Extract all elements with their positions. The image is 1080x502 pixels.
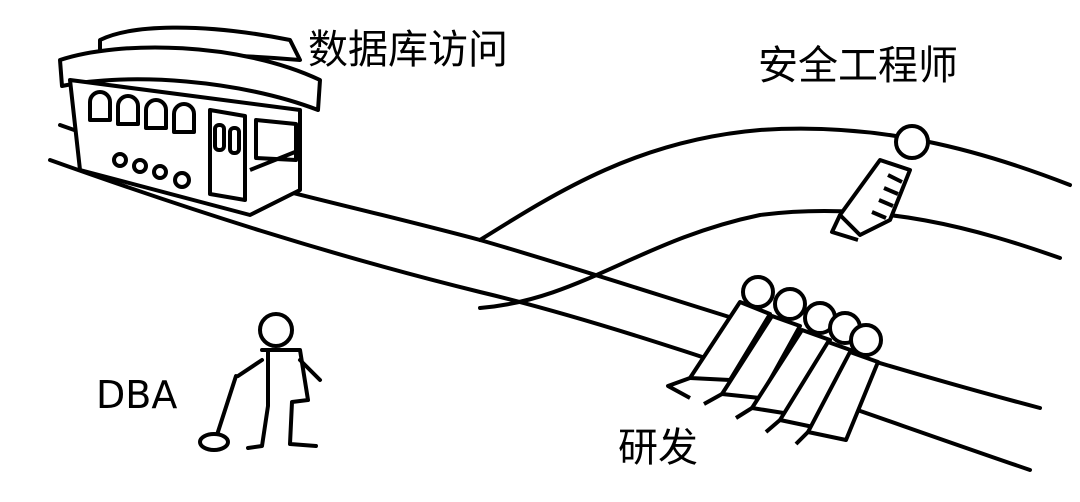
trolley (58, 25, 322, 217)
trolley-label: 数据库访问 (308, 27, 508, 73)
branch-track-upper (478, 126, 1072, 242)
developers-group (666, 275, 883, 446)
dba-figure (198, 312, 322, 452)
branch-track-lower (478, 209, 1062, 310)
security-engineer-figure (830, 124, 930, 242)
multi-track-label: 研发 (618, 425, 698, 471)
single-track-label: 安全工程师 (758, 43, 958, 89)
lever-puller-label: DBA (96, 373, 178, 417)
